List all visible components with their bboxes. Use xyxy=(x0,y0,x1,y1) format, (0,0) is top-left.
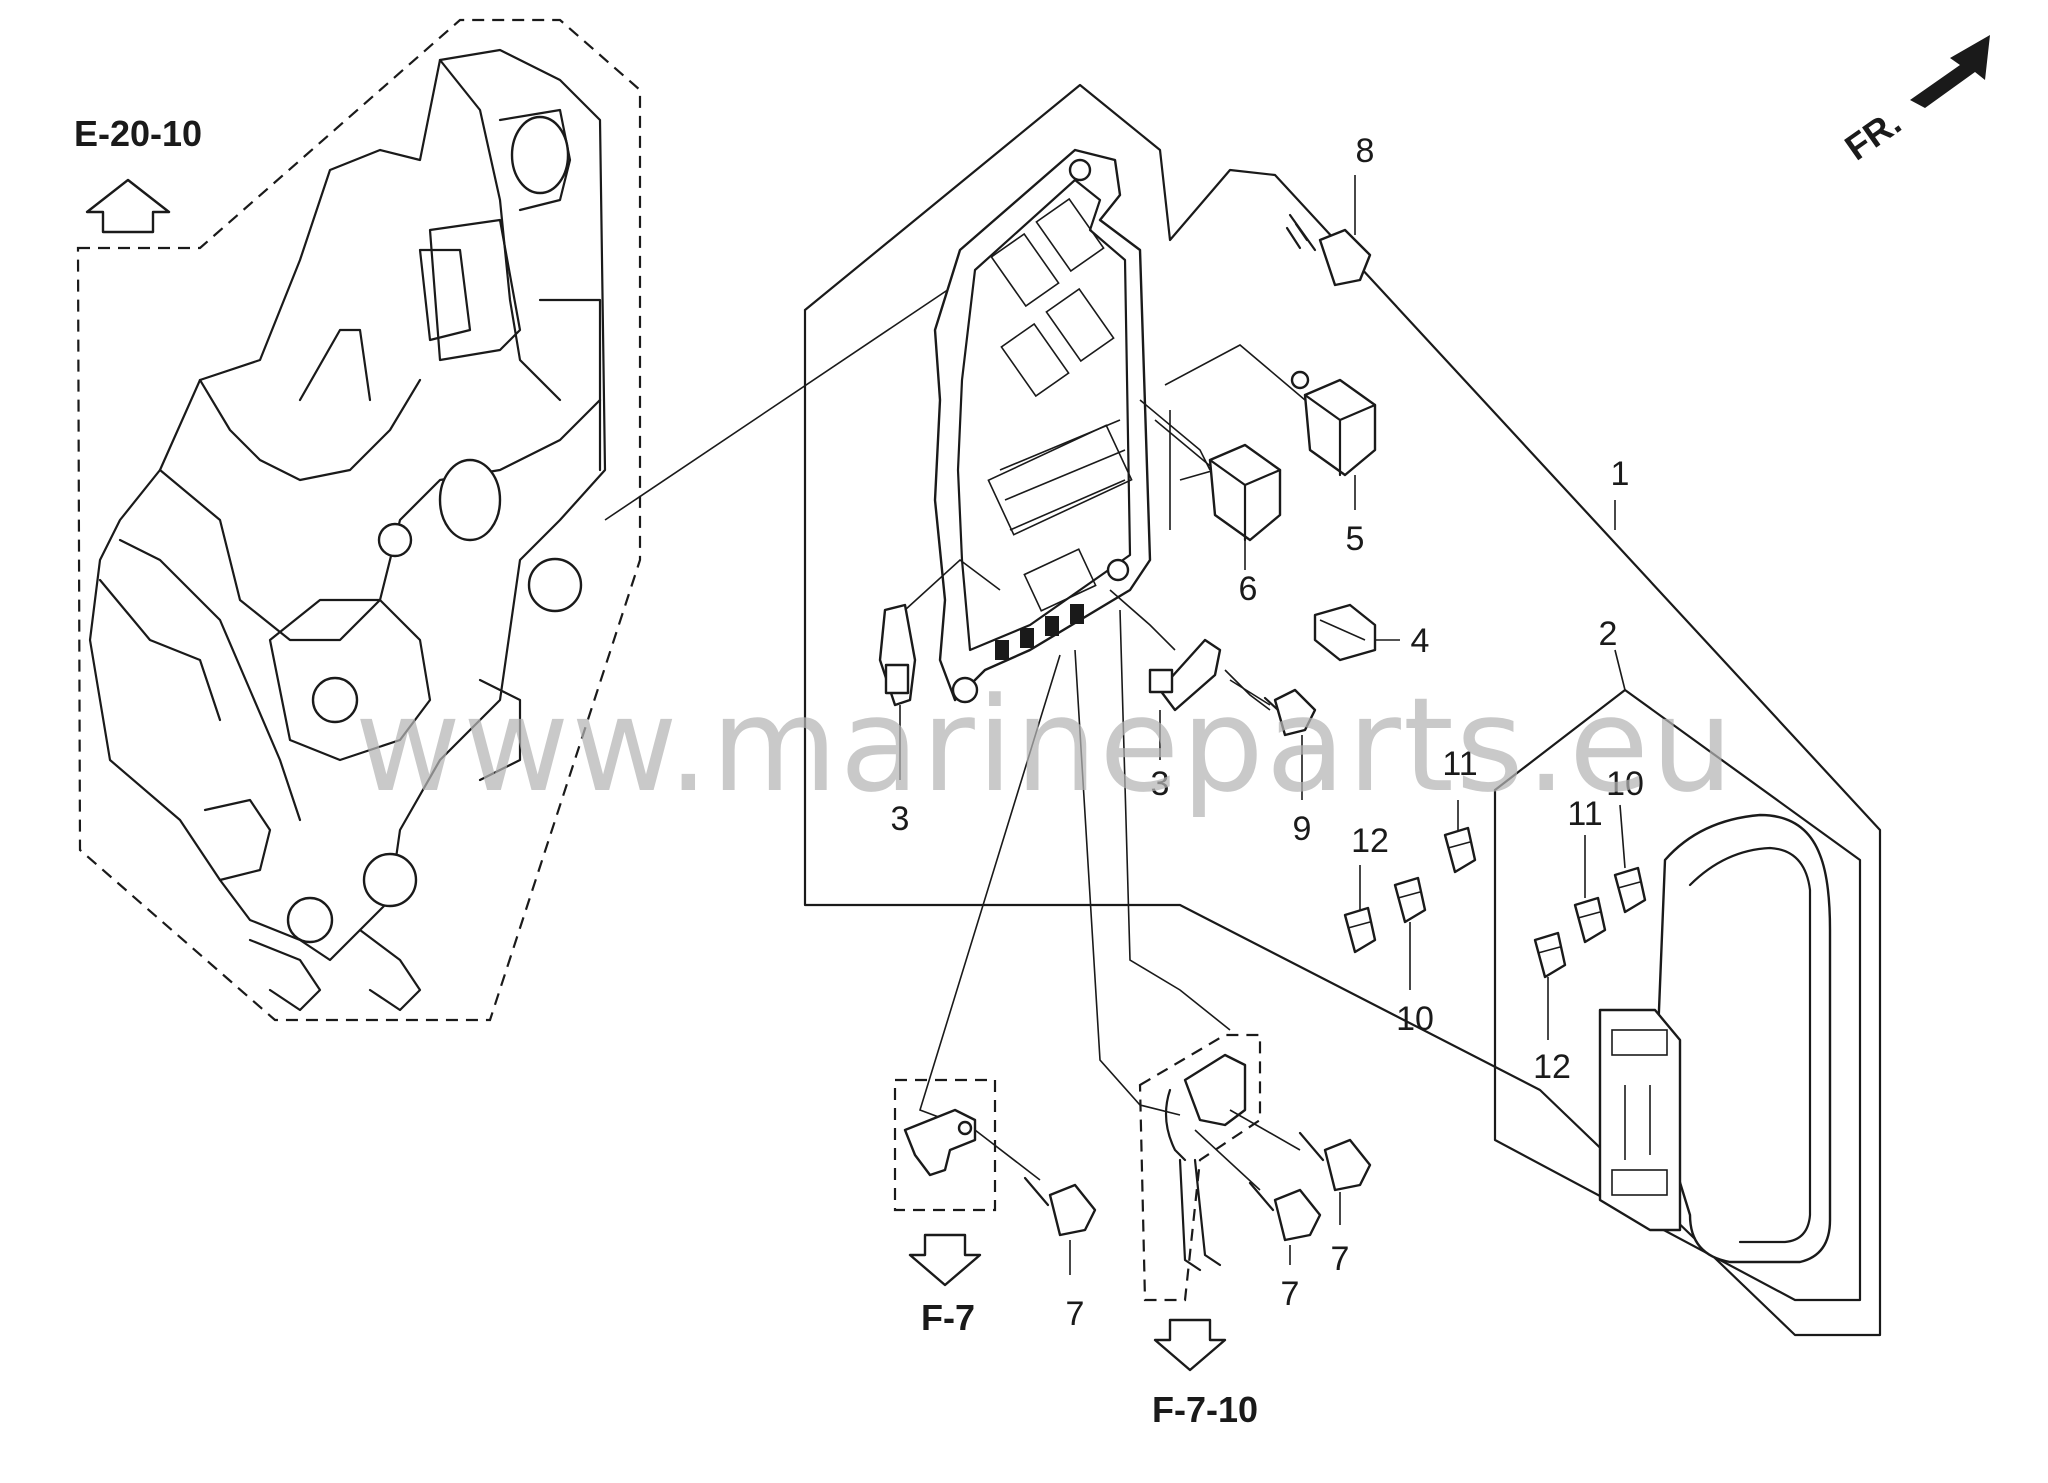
connector-part-4 xyxy=(1313,603,1400,662)
cover-part-2 xyxy=(1598,813,1832,1264)
front-direction-indicator: FR. xyxy=(1837,35,1990,168)
callout-3-right: 3 xyxy=(1151,765,1170,803)
callout-10-a: 10 xyxy=(1396,1000,1434,1038)
callout-8: 8 xyxy=(1356,132,1375,170)
callout-10-b: 10 xyxy=(1606,765,1644,803)
down-arrow-icon-f-7 xyxy=(908,1233,982,1287)
callout-2: 2 xyxy=(1599,615,1618,653)
down-arrow-icon-f-7-10 xyxy=(1153,1318,1227,1372)
reference-f-7-label[interactable]: F-7 xyxy=(921,1297,975,1338)
reference-f-7-10-label[interactable]: F-7-10 xyxy=(1152,1389,1258,1430)
clip-part-11-a xyxy=(1443,800,1477,874)
front-label: FR. xyxy=(1837,101,1908,168)
callout-7-a: 7 xyxy=(1066,1295,1085,1333)
fuse-holder-part-3-right xyxy=(1109,589,1271,712)
clip-part-10-a xyxy=(1393,876,1427,990)
bolt-part-7-a xyxy=(1023,1176,1097,1237)
callouts: 1 2 3 3 4 5 6 7 7 7 8 9 10 10 11 11 12 1… xyxy=(891,132,1644,1333)
bolt-part-9 xyxy=(1229,679,1317,737)
clip-part-10-b xyxy=(1613,804,1647,914)
part-1-group-outline xyxy=(803,83,1882,1337)
callout-12-b: 12 xyxy=(1533,1048,1571,1086)
reference-e-20-10[interactable]: E-20-10 xyxy=(74,113,202,234)
bolt-part-7-b xyxy=(1248,1181,1322,1242)
callout-12-a: 12 xyxy=(1351,822,1389,860)
bolt-part-7-c xyxy=(1298,1131,1372,1192)
callout-5: 5 xyxy=(1346,520,1365,558)
reference-e-20-10-label: E-20-10 xyxy=(74,113,202,154)
callout-6: 6 xyxy=(1239,570,1258,608)
clip-part-11-b xyxy=(1573,835,1607,944)
callout-11-b: 11 xyxy=(1567,795,1602,833)
callout-4: 4 xyxy=(1411,622,1430,660)
relay-part-6 xyxy=(1139,399,1282,542)
up-arrow-icon xyxy=(85,178,171,234)
bolt-part-8 xyxy=(1285,213,1372,287)
clamp-box-f-7-10 xyxy=(1138,1033,1301,1302)
fuse-holder-part-3-left xyxy=(878,558,1001,707)
watermark-text: www.marineparts.eu xyxy=(355,669,1736,821)
engine-housing xyxy=(76,18,642,1022)
callout-3-left: 3 xyxy=(891,800,910,838)
clamp-box-f-7 xyxy=(893,1078,1041,1212)
callout-7-b: 7 xyxy=(1281,1275,1300,1313)
clip-part-12-b xyxy=(1533,931,1567,1040)
callout-9: 9 xyxy=(1293,810,1312,848)
front-arrow-icon xyxy=(1910,35,1990,108)
leader-housing xyxy=(604,284,956,521)
callout-11-a: 11 xyxy=(1442,745,1477,783)
control-box xyxy=(933,148,1152,704)
callout-7-c: 7 xyxy=(1331,1240,1350,1278)
callout-1: 1 xyxy=(1611,455,1630,493)
relay-part-5 xyxy=(1154,344,1377,481)
clip-part-12-a xyxy=(1343,865,1377,954)
